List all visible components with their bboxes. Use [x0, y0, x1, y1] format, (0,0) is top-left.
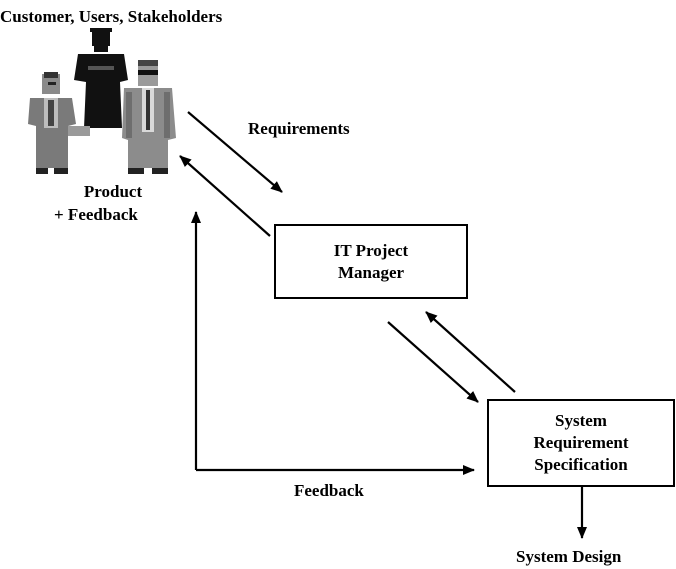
pm-line1: IT Project [333, 240, 409, 260]
srs-line2: Requirement [533, 433, 629, 452]
stakeholders-group-icon [28, 28, 180, 174]
system-requirement-specification-box: System Requirement Specification [487, 399, 675, 487]
product-label: Product [83, 182, 143, 201]
requirements-arrow [187, 111, 283, 193]
srs-line1: System [555, 411, 607, 430]
product-feedback-label: + Feedback [54, 205, 138, 224]
feedback-label: Feedback [294, 481, 364, 500]
system-design-label: System Design [516, 547, 622, 566]
stakeholders-label: Customer, Users, Stakeholders [0, 7, 223, 26]
it-project-manager-box: IT Project Manager [274, 224, 468, 299]
product-feedback-arrow [179, 155, 271, 237]
requirements-label: Requirements [248, 119, 350, 138]
pm-to-srs-arrow [387, 321, 479, 403]
srs-line3: Specification [534, 455, 628, 474]
srs-to-pm-arrow [425, 311, 516, 393]
pm-line2: Manager [337, 262, 405, 282]
